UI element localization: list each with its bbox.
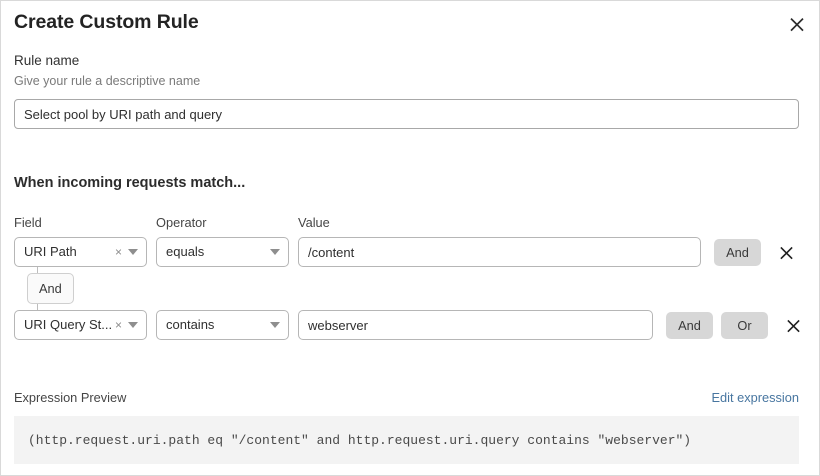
- expression-preview-header: Expression Preview Edit expression: [14, 389, 799, 407]
- close-icon-glyph: [779, 246, 793, 259]
- expression-preview-section: Expression Preview Edit expression (http…: [14, 389, 799, 464]
- row-connector: And: [27, 267, 107, 310]
- operator-select-row-1-value: equals: [166, 244, 205, 259]
- expression-preview-label: Expression Preview: [14, 390, 127, 405]
- clear-icon[interactable]: ×: [114, 245, 122, 259]
- condition-column-headers: Field Operator Value: [14, 214, 804, 232]
- match-section-heading: When incoming requests match...: [14, 175, 246, 191]
- operator-select-row-1[interactable]: equals: [156, 237, 289, 267]
- and-button-row-2[interactable]: And: [666, 311, 713, 339]
- and-button-row-1[interactable]: And: [714, 238, 761, 266]
- delete-condition-row-2-icon[interactable]: [785, 317, 801, 333]
- chevron-down-icon: [128, 322, 138, 328]
- field-select-row-1-value: URI Path: [24, 244, 77, 259]
- or-button-row-2[interactable]: Or: [721, 311, 768, 339]
- connector-and-badge[interactable]: And: [27, 273, 74, 304]
- operator-select-row-2-value: contains: [166, 317, 215, 332]
- condition-row: URI Path × equals And: [14, 237, 804, 267]
- chevron-down-icon: [270, 322, 280, 328]
- clear-icon[interactable]: ×: [114, 318, 122, 332]
- operator-select-row-2[interactable]: contains: [156, 310, 289, 340]
- expression-preview-box: (http.request.uri.path eq "/content" and…: [14, 416, 799, 464]
- dialog-header: Create Custom Rule: [14, 9, 806, 39]
- close-icon[interactable]: [788, 15, 806, 33]
- delete-condition-row-1-icon[interactable]: [778, 244, 794, 260]
- rule-name-help-text: Give your rule a descriptive name: [14, 74, 201, 88]
- column-header-field: Field: [14, 215, 42, 230]
- chevron-down-icon: [270, 249, 280, 255]
- close-icon-glyph: [786, 319, 800, 332]
- rule-name-input[interactable]: [14, 99, 799, 129]
- value-input-row-2[interactable]: [298, 310, 653, 340]
- chevron-down-icon: [128, 249, 138, 255]
- condition-rows: URI Path × equals And: [14, 237, 804, 340]
- rule-name-block: Rule name Give your rule a descriptive n…: [14, 52, 799, 129]
- field-select-row-1[interactable]: URI Path ×: [14, 237, 147, 267]
- field-select-row-2-value: URI Query St...: [24, 317, 113, 332]
- edit-expression-link[interactable]: Edit expression: [711, 390, 800, 405]
- value-input-row-1[interactable]: [298, 237, 701, 267]
- condition-row: URI Query St... × contains And Or: [14, 310, 804, 340]
- column-header-value: Value: [298, 215, 330, 230]
- close-icon-glyph: [790, 18, 804, 32]
- dialog-title: Create Custom Rule: [14, 11, 199, 33]
- rule-name-label: Rule name: [14, 53, 80, 68]
- match-conditions-section: When incoming requests match... Field Op…: [14, 174, 804, 340]
- column-header-operator: Operator: [156, 215, 207, 230]
- field-select-row-2[interactable]: URI Query St... ×: [14, 310, 147, 340]
- expression-preview-text: (http.request.uri.path eq "/content" and…: [28, 432, 692, 448]
